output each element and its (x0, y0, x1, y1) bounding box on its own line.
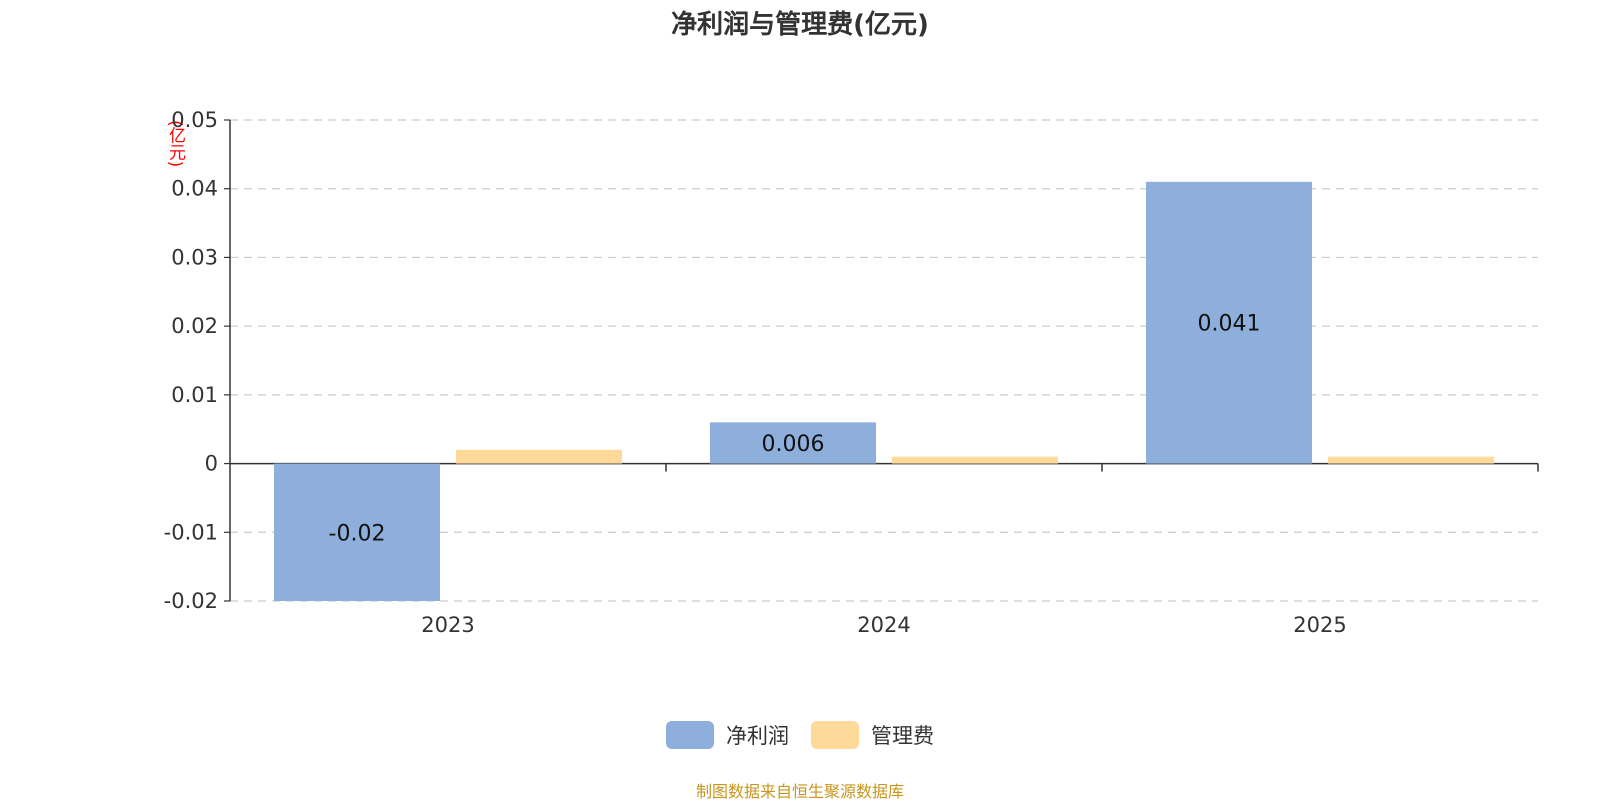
y-tick-label: 0.02 (171, 314, 218, 338)
legend-item-net-profit[interactable]: 净利润 (666, 720, 789, 750)
x-tick-label: 2025 (1293, 613, 1346, 637)
legend-label-net-profit: 净利润 (726, 724, 789, 748)
y-tick-label: 0.04 (171, 177, 218, 201)
y-tick-label: 0.03 (171, 245, 218, 269)
y-tick-label: 0.05 (171, 108, 218, 132)
x-tick-label: 2023 (421, 613, 474, 637)
legend: 净利润 管理费 (0, 720, 1600, 750)
y-tick-label: 0 (205, 452, 218, 476)
chart-title: 净利润与管理费(亿元) (671, 10, 929, 40)
legend-swatch-management-fee (811, 721, 859, 749)
bar-net-profit (710, 422, 876, 464)
legend-swatch-net-profit (666, 721, 714, 749)
source-note: 制图数据来自恒生聚源数据库 (695, 782, 904, 801)
x-tick-label: 2024 (857, 613, 910, 637)
data-label: -0.02 (329, 521, 386, 546)
bar-net-profit (274, 463, 440, 601)
data-label: 0.006 (762, 432, 825, 457)
legend-label-management-fee: 管理费 (871, 724, 934, 748)
y-tick-label: -0.01 (164, 520, 218, 544)
legend-item-management-fee[interactable]: 管理费 (811, 720, 934, 750)
y-axis-unit-label: (亿元) (165, 120, 185, 168)
bar-management-fee (1328, 456, 1494, 464)
bar-net-profit (1146, 181, 1312, 464)
y-tick-label: 0.01 (171, 383, 218, 407)
y-tick-label: -0.02 (164, 589, 218, 613)
bar-management-fee (892, 456, 1058, 464)
data-label: 0.041 (1198, 312, 1261, 337)
bar-management-fee (456, 449, 622, 464)
